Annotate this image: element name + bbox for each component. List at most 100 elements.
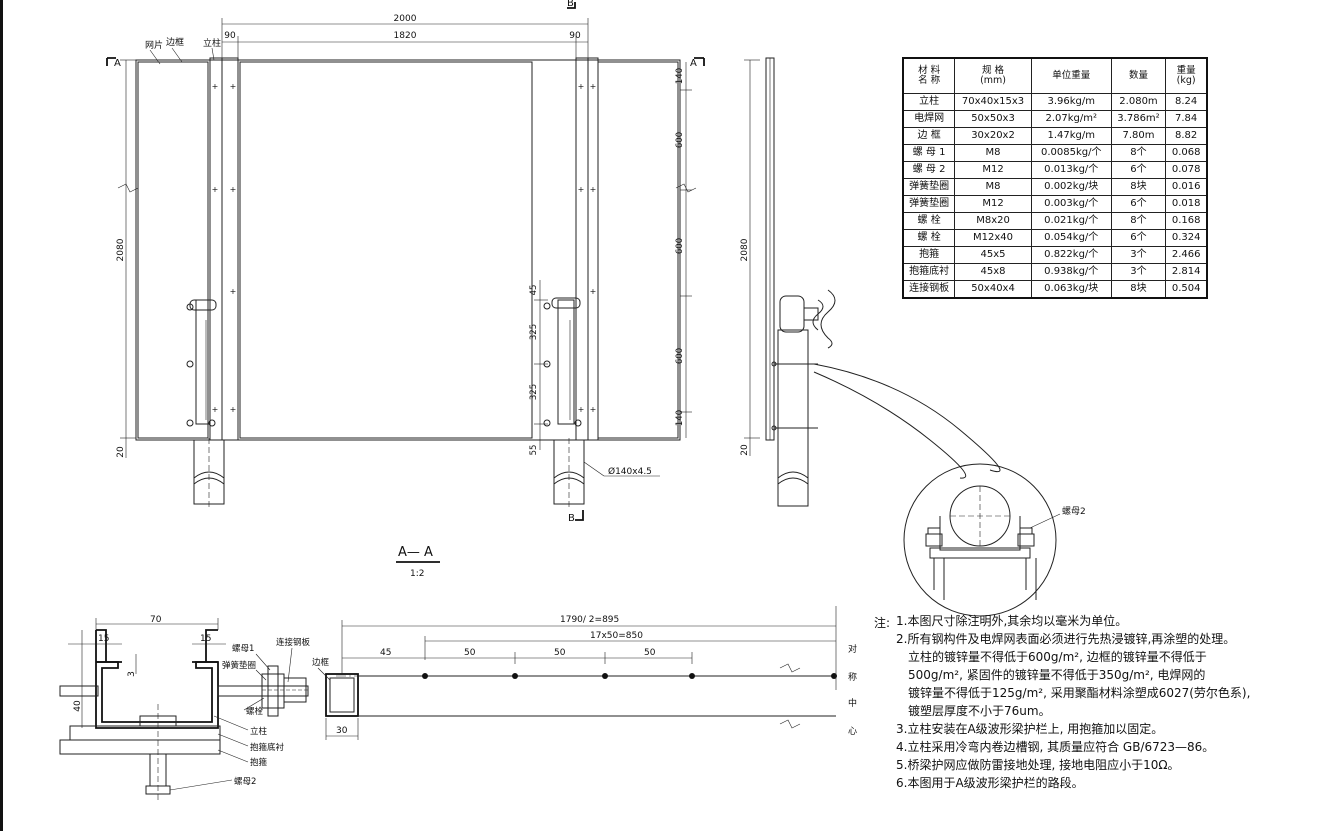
section-view-aa: A— A 1:2 xyxy=(59,545,857,800)
mesh-panel-right xyxy=(597,61,679,439)
table-cell: 0.324 xyxy=(1165,229,1208,247)
table-cell: 0.078 xyxy=(1165,161,1208,179)
sec-dim-15a: 15 xyxy=(98,634,109,644)
table-cell: M12x40 xyxy=(954,229,1032,247)
section-aa-scale: 1:2 xyxy=(410,569,424,579)
table-cell: M8 xyxy=(954,144,1032,162)
table-cell: 50x50x3 xyxy=(954,110,1032,128)
notes-prefix: 注: xyxy=(874,616,891,630)
svg-text:+: + xyxy=(578,405,585,414)
sec-label-frame: 边框 xyxy=(312,657,330,668)
sec-label-sym4: 心 xyxy=(848,726,857,737)
table-cell: 0.016 xyxy=(1165,178,1208,196)
table-header-cell: 材 料名 称 xyxy=(902,57,956,94)
svg-text:+: + xyxy=(212,405,219,414)
table-cell: 螺 母 2 xyxy=(902,161,956,179)
sec-label-hoop: 抱箍 xyxy=(250,757,268,768)
table-cell: M8x20 xyxy=(954,212,1032,230)
sec-dim-45: 45 xyxy=(380,648,391,658)
sec-label-sym2: 称 xyxy=(848,671,857,683)
svg-text:+: + xyxy=(590,82,597,91)
section-marker-a-left: A xyxy=(114,58,121,69)
note-2-line-2: 500g/m², 紧固件的镀锌量不得低于350g/m², 电焊网的 xyxy=(908,668,1206,682)
table-cell: 6个 xyxy=(1110,195,1167,213)
sec-dim-50c: 50 xyxy=(644,648,656,658)
sec-label-plate: 连接钢板 xyxy=(276,637,311,648)
table-cell: M12 xyxy=(954,161,1032,179)
sec-label-nut2: 螺母2 xyxy=(234,776,256,787)
section-marker-b-bottom: B xyxy=(568,513,575,524)
table-cell: 2.080m xyxy=(1110,93,1167,111)
sec-label-bolt: 螺栓 xyxy=(246,706,264,717)
note-2: 2.所有钢构件及电焊网表面必须进行先热浸镀锌,再涂塑的处理。 xyxy=(896,632,1236,646)
dim-top-total: 2000 xyxy=(394,14,417,24)
table-cell: 8块 xyxy=(1110,280,1167,299)
table-cell: 8.24 xyxy=(1165,93,1208,111)
table-cell: 6个 xyxy=(1110,229,1167,247)
table-cell: 0.013kg/个 xyxy=(1030,161,1112,179)
mesh-panel-left xyxy=(137,61,209,439)
dim-base-left: 20 xyxy=(116,446,126,458)
table-cell: 45x5 xyxy=(954,246,1032,264)
mesh-panel-center xyxy=(239,61,533,439)
dim-height-main: 2080 xyxy=(116,238,126,261)
svg-text:+: + xyxy=(590,405,597,414)
notes-block: 注: 1.本图尺寸除注明外,其余均以毫米为单位。 2.所有钢构件及电焊网表面必须… xyxy=(874,612,1334,792)
sec-dim-850: 17x50=850 xyxy=(590,631,643,641)
table-cell: 7.80m xyxy=(1110,127,1167,145)
table-cell: 6个 xyxy=(1110,161,1167,179)
sec-dim-30: 30 xyxy=(336,726,348,736)
label-edge-frame: 边框 xyxy=(166,36,184,48)
sec-dim-40: 40 xyxy=(73,700,83,712)
table-cell: 50x40x4 xyxy=(954,280,1032,299)
dim-pipe-diameter: Ø140x4.5 xyxy=(608,466,652,477)
svg-text:+: + xyxy=(590,185,597,194)
svg-text:+: + xyxy=(230,405,237,414)
dim-seg-top: 140 xyxy=(675,68,685,84)
note-4: 4.立柱采用冷弯内卷边槽钢, 其质量应符合 GB/6723—86。 xyxy=(896,740,1215,754)
table-cell: 8个 xyxy=(1110,144,1167,162)
note-2-line-4: 镀塑层厚度不小于76um。 xyxy=(908,704,1051,718)
label-post: 立柱 xyxy=(203,37,221,49)
dim-top-inner: 1820 xyxy=(394,31,417,41)
table-cell: 0.021kg/个 xyxy=(1030,212,1112,230)
note-6: 6.本图用于A级波形梁护栏的路段。 xyxy=(896,776,1084,790)
table-cell: 0.938kg/个 xyxy=(1030,263,1112,281)
section-marker-a-right: A xyxy=(690,58,697,69)
dim-side-right: 90 xyxy=(569,31,581,41)
sec-dim-70: 70 xyxy=(150,615,162,625)
sec-label-sym3: 中 xyxy=(848,697,857,709)
post-left xyxy=(209,57,223,441)
svg-text:+: + xyxy=(230,287,237,296)
svg-text:+: + xyxy=(230,82,237,91)
note-2-line-3: 镀锌量不得低于125g/m², 采用聚酯材料涂塑成6027(劳尔色系), xyxy=(908,686,1251,700)
dim-seg-600b: 600 xyxy=(675,238,685,254)
table-cell: 抱箍 xyxy=(902,246,956,264)
sec-dim-15b: 15 xyxy=(200,634,211,644)
table-cell: 连接钢板 xyxy=(902,280,956,299)
sec-label-nut1: 螺母1 xyxy=(232,643,254,654)
table-cell: 2.07kg/m² xyxy=(1030,110,1112,128)
table-cell: 0.054kg/个 xyxy=(1030,229,1112,247)
table-cell: 3个 xyxy=(1110,263,1167,281)
dim-seg-600a: 600 xyxy=(675,132,685,148)
table-cell: 抱箍底衬 xyxy=(902,263,956,281)
table-cell: 0.018 xyxy=(1165,195,1208,213)
table-cell: 螺 栓 xyxy=(902,229,956,247)
dim-seg-600c: 600 xyxy=(675,348,685,364)
table-cell: 7.84 xyxy=(1165,110,1208,128)
table-cell: 30x20x2 xyxy=(954,127,1032,145)
table-cell: 8块 xyxy=(1110,178,1167,196)
table-cell: 螺 母 1 xyxy=(902,144,956,162)
table-cell: 0.063kg/块 xyxy=(1030,280,1112,299)
svg-text:+: + xyxy=(578,185,585,194)
table-cell: M12 xyxy=(954,195,1032,213)
